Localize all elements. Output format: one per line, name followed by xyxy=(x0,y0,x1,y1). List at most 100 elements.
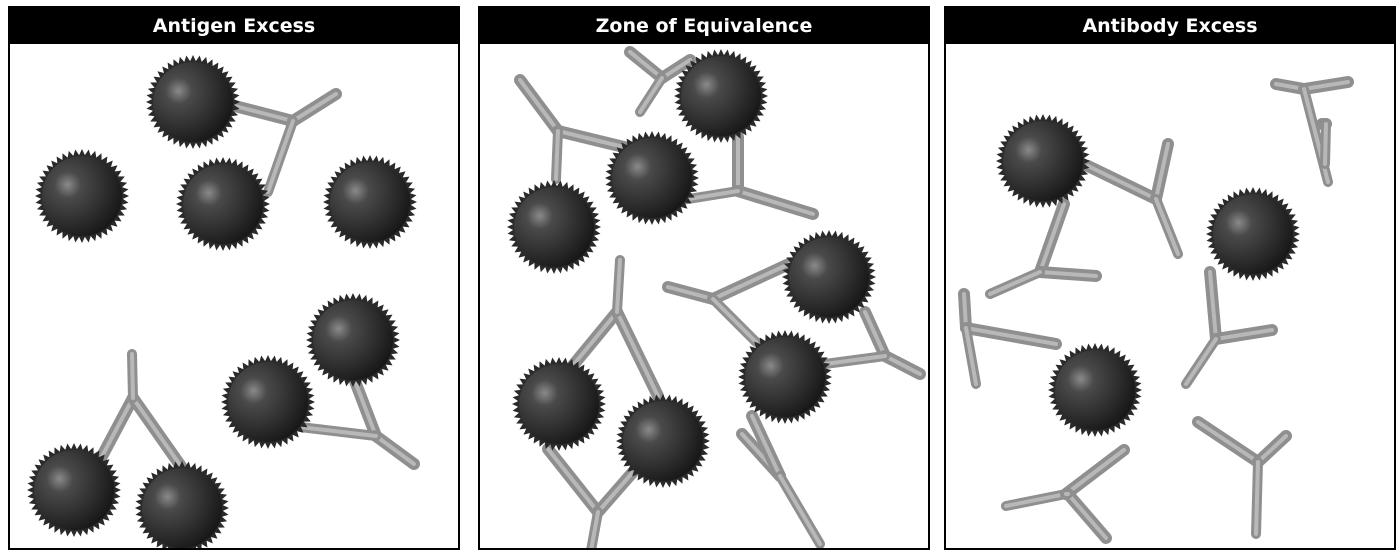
antibody-highlight xyxy=(266,119,295,194)
zone-of-equivalence-illustration xyxy=(507,46,926,548)
antibody-highlight xyxy=(660,58,692,80)
antibody xyxy=(1316,118,1332,169)
antibody-highlight xyxy=(666,285,715,301)
antibody-highlight xyxy=(736,189,815,216)
antibody-highlight xyxy=(615,310,660,398)
antigen xyxy=(135,461,229,548)
antibody-highlight xyxy=(1066,492,1108,540)
antibody xyxy=(1060,488,1112,544)
antigen-body xyxy=(228,362,308,442)
antigen xyxy=(738,330,832,424)
antibody xyxy=(662,258,795,347)
antibody-highlight xyxy=(374,434,416,466)
panel-illustration xyxy=(10,44,458,548)
antigen xyxy=(1048,343,1142,437)
antigen-body xyxy=(1003,121,1083,201)
antibody-highlight xyxy=(863,310,887,358)
antibody xyxy=(1270,76,1354,187)
antibody xyxy=(1082,138,1183,259)
antibody xyxy=(958,288,1062,389)
antigen-body xyxy=(42,156,122,236)
antibody-highlight xyxy=(1154,142,1170,201)
antibody-highlight xyxy=(964,326,978,386)
antibody-highlight xyxy=(638,76,664,114)
antigen xyxy=(27,443,121,537)
antibody-highlight xyxy=(589,510,600,548)
antigen xyxy=(146,55,240,149)
antibody-highlight xyxy=(298,425,378,438)
antibody-highlight xyxy=(1214,328,1274,341)
antibody xyxy=(1181,266,1278,389)
antibody-highlight xyxy=(1323,122,1328,166)
antigen xyxy=(605,131,699,225)
panel-antigen-excess: Antigen Excess xyxy=(8,6,460,550)
antibody-highlight xyxy=(98,396,135,462)
panel-illustration xyxy=(480,44,928,548)
antibody-highlight xyxy=(1254,460,1260,536)
antibody-highlight xyxy=(556,129,634,151)
antibody-highlight xyxy=(1086,164,1158,201)
antigen-body xyxy=(34,450,114,530)
antigen-body xyxy=(142,468,222,548)
antibody-highlight xyxy=(351,374,378,438)
antibody-highlight xyxy=(518,78,560,133)
antigen-excess-illustration xyxy=(27,55,420,548)
antibody-highlight xyxy=(596,462,642,514)
panel-title: Antibody Excess xyxy=(946,8,1394,44)
antibody-highlight xyxy=(711,297,758,344)
antibody-highlight xyxy=(554,129,560,181)
antigen xyxy=(221,355,315,449)
antibody xyxy=(1001,444,1130,511)
antibody xyxy=(671,131,819,220)
panel-illustration xyxy=(946,44,1394,548)
antibody xyxy=(564,255,664,402)
antigen xyxy=(674,49,768,143)
antibody-highlight xyxy=(1038,270,1098,278)
antigen-body xyxy=(789,237,869,317)
antibody-highlight xyxy=(1004,492,1068,508)
antibody xyxy=(295,370,420,470)
antibody-highlight xyxy=(568,310,619,371)
panel-title: Antigen Excess xyxy=(10,8,458,44)
antigen-body xyxy=(745,337,825,417)
antigen-body xyxy=(623,401,703,481)
antigen xyxy=(323,155,417,249)
antibody-highlight xyxy=(291,92,338,123)
antigen-body xyxy=(1213,194,1293,274)
antigen-body xyxy=(183,164,263,244)
antibody xyxy=(985,198,1102,299)
antibody-highlight xyxy=(1302,80,1350,91)
antibody-excess-illustration xyxy=(958,76,1354,544)
antibody-highlight xyxy=(131,396,187,474)
antigen-body xyxy=(514,187,594,267)
antigen-body xyxy=(519,364,599,444)
antibody xyxy=(514,74,638,184)
antigen-body xyxy=(681,56,761,136)
antigen xyxy=(782,230,876,324)
antibody-highlight xyxy=(1154,197,1180,256)
antibody-highlight xyxy=(711,262,791,301)
panel-zone-of-equivalence: Zone of Equivalence xyxy=(478,6,930,550)
antigen-body xyxy=(612,138,692,218)
antigen xyxy=(306,293,400,387)
antigen xyxy=(616,394,710,488)
antibody xyxy=(624,46,696,117)
antigen-body xyxy=(330,162,410,242)
panel-antibody-excess: Antibody Excess xyxy=(944,6,1396,550)
antibody-highlight xyxy=(778,474,822,546)
antigen-body xyxy=(1055,350,1135,430)
antibody-highlight xyxy=(964,326,1058,346)
antibody-highlight xyxy=(1256,434,1288,464)
antigen-body xyxy=(313,300,393,380)
antibody-highlight xyxy=(615,258,622,314)
antibody-highlight xyxy=(1064,448,1126,496)
antibody-highlight xyxy=(823,354,887,366)
antibody-highlight xyxy=(1184,337,1218,386)
antigen-body xyxy=(153,62,233,142)
antigen xyxy=(507,180,601,274)
antibody-highlight xyxy=(1038,202,1066,274)
antibody-highlight xyxy=(1196,420,1260,464)
antibody-highlight xyxy=(750,414,782,478)
antibody-highlight xyxy=(628,50,664,80)
antibody-highlight xyxy=(988,270,1042,296)
